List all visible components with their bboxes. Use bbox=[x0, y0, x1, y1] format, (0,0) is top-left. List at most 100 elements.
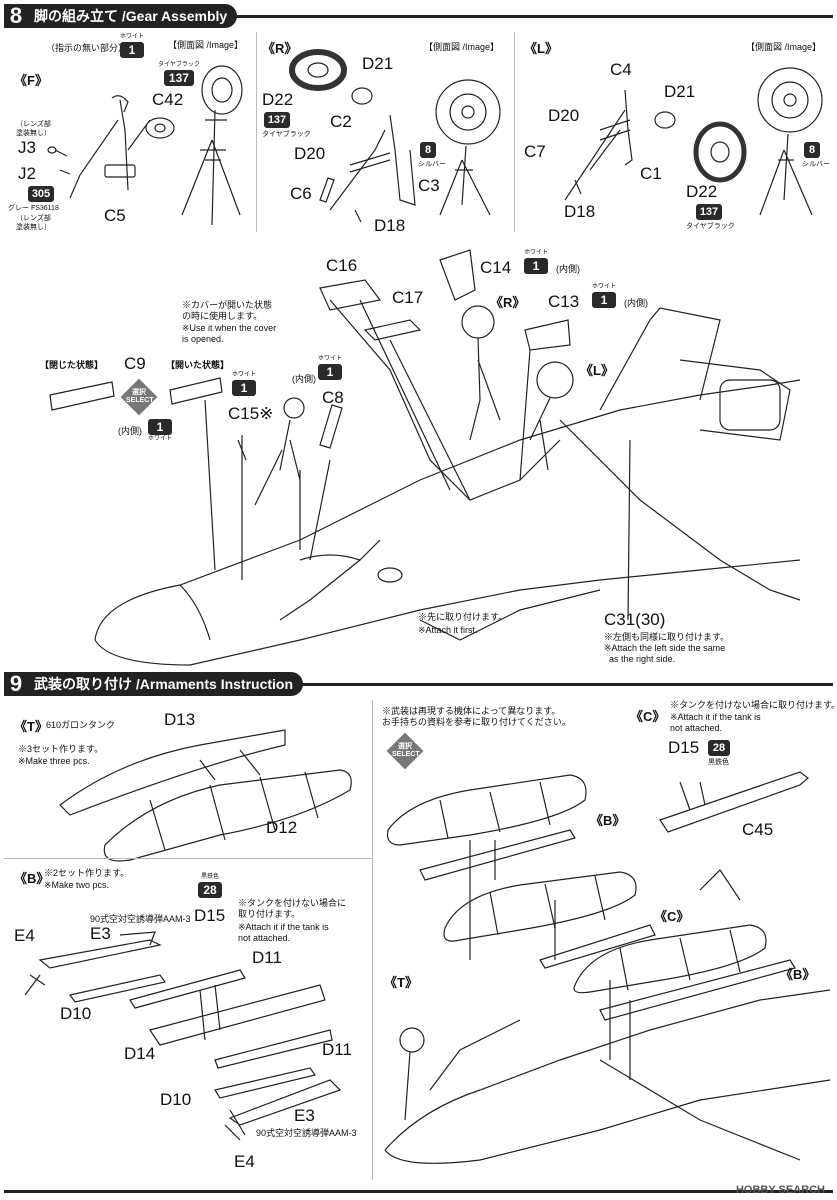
pylon-color-badge: 黒鉄色 28 bbox=[198, 874, 222, 899]
missile-name-2: 90式空対空誘導弾AAM-3 bbox=[256, 1128, 357, 1138]
b-bracket-2: 《B》 bbox=[780, 967, 816, 982]
part-c14: C14 bbox=[480, 258, 512, 277]
part-d12: D12 bbox=[266, 818, 298, 837]
missile-name: 90式空対空誘導弾AAM-3 bbox=[90, 914, 191, 924]
c13-side-note: (内側) bbox=[624, 298, 648, 308]
part-c3: C3 bbox=[418, 176, 440, 195]
c9-side-note: (内側) bbox=[118, 426, 142, 436]
opened-state-label: 【開いた状態】 bbox=[166, 360, 230, 370]
part-d22: D22 bbox=[686, 182, 718, 201]
color-number: 1 bbox=[524, 258, 548, 274]
part-d21: D21 bbox=[664, 82, 696, 101]
cover-note-jp: ※カバーが開いた状態 の時に使用します。 bbox=[182, 300, 273, 321]
pylon-bracket: 《B》 bbox=[14, 871, 50, 886]
tank-name: 610ガロンタンク bbox=[46, 720, 116, 730]
part-c16: C16 bbox=[326, 256, 358, 275]
part-c8: C8 bbox=[322, 388, 344, 407]
c13-color-badge: ホワイト 1 bbox=[592, 284, 616, 309]
part-d10: D10 bbox=[60, 1004, 92, 1023]
color-label: ホワイト bbox=[120, 34, 145, 40]
silver-label: シルバー bbox=[802, 161, 830, 168]
pylon-note-jp: ※2セット作ります。 bbox=[44, 868, 130, 878]
part-c7: C7 bbox=[524, 142, 546, 161]
gray-color-badge: 305 bbox=[28, 186, 54, 202]
c-bracket: 《C》 bbox=[654, 909, 690, 924]
right-gear-bracket: 《R》 bbox=[262, 41, 298, 56]
c31-note-en: ※Attach the left side the same as the ri… bbox=[604, 643, 726, 664]
tank-note-en: ※Make three pcs. bbox=[18, 756, 90, 766]
part-c2: C2 bbox=[330, 112, 352, 131]
color-number: 137 bbox=[163, 70, 194, 86]
color-number: 1 bbox=[148, 419, 172, 435]
header-rule bbox=[4, 15, 833, 18]
select-label: 選択 SELECT bbox=[392, 743, 420, 758]
step-title: 武装の取り付け /Armaments Instruction bbox=[34, 676, 294, 692]
part-j3: J3 bbox=[18, 138, 36, 157]
armament-note-jp: ※武装は再現する機体によって異なります。 お手持ちの資料を参考に取り付けてくださ… bbox=[382, 706, 571, 727]
step-9-header: 9 武装の取り付け /Armaments Instruction bbox=[4, 671, 833, 696]
part-e3: E3 bbox=[294, 1106, 315, 1125]
color-label: ホワイト bbox=[232, 372, 257, 378]
side-view-label: 【側面図 /Image】 bbox=[746, 42, 822, 52]
color-label: 黒鉄色 bbox=[200, 874, 219, 880]
part-e4: E4 bbox=[14, 926, 35, 945]
color-label: ホワイト bbox=[318, 356, 343, 362]
c-detail-color-badge: 28 bbox=[708, 740, 730, 756]
part-d11: D11 bbox=[252, 948, 282, 967]
tank-bracket: 《T》 bbox=[14, 719, 48, 734]
pylon-tank-note-jp: ※タンクを付けない場合に 取り付けます。 bbox=[238, 898, 347, 919]
header-rule bbox=[4, 683, 833, 686]
tire-black-label: タイヤブラック bbox=[262, 131, 311, 138]
silver-label: シルバー bbox=[418, 161, 446, 168]
b-bracket: 《B》 bbox=[590, 813, 626, 828]
pylon-note-en: ※Make two pcs. bbox=[44, 880, 110, 890]
part-j2: J2 bbox=[18, 164, 36, 183]
c-detail-bracket: 《C》 bbox=[630, 709, 666, 724]
l-gear-bracket: 《L》 bbox=[580, 363, 614, 378]
closed-state-label: 【閉じた状態】 bbox=[40, 360, 104, 370]
part-c4: C4 bbox=[610, 60, 632, 79]
color-number: 1 bbox=[318, 364, 342, 380]
silver-badge: 8 bbox=[420, 142, 436, 158]
c15-color-badge: ホワイト 1 bbox=[232, 372, 256, 397]
tank-note-jp: ※3セット作ります。 bbox=[18, 744, 104, 754]
c8-color-badge: ホワイト 1 bbox=[318, 356, 342, 381]
tire-black-label: タイヤブラック bbox=[686, 223, 735, 230]
part-c5: C5 bbox=[104, 206, 126, 225]
watermark: HOBBY SEARCH bbox=[735, 1184, 825, 1196]
select-label: 選択 SELECT bbox=[126, 389, 154, 404]
cover-note-en: ※Use it when the cover is opened. bbox=[182, 323, 277, 344]
part-c15: C15※ bbox=[228, 404, 274, 423]
color-label: ホワイト bbox=[524, 250, 549, 256]
part-c1: C1 bbox=[640, 164, 662, 183]
tire-black-badge: 137 bbox=[696, 204, 722, 220]
part-c13: C13 bbox=[548, 292, 580, 311]
bottom-rule bbox=[4, 1190, 833, 1193]
part-d14: D14 bbox=[124, 1044, 156, 1063]
part-c17: C17 bbox=[392, 288, 424, 307]
row-divider bbox=[4, 858, 372, 859]
attach-first-jp: ※先に取り付けます。 bbox=[418, 612, 508, 622]
part-d15: D15 bbox=[194, 906, 226, 925]
t-bracket: 《T》 bbox=[384, 975, 418, 990]
attach-first-en: ※Attach it first. bbox=[418, 625, 478, 635]
part-c45: C45 bbox=[742, 820, 774, 839]
part-d11: D11 bbox=[322, 1040, 352, 1059]
c-detail-color-label: 黒鉄色 bbox=[708, 759, 729, 766]
step-9-title-block: 9 武装の取り付け /Armaments Instruction bbox=[4, 671, 304, 696]
color-number: 1 bbox=[592, 292, 616, 308]
part-d18: D18 bbox=[564, 202, 596, 221]
step-title: 脚の組み立て /Gear Assembly bbox=[34, 8, 228, 24]
step-number: 9 bbox=[4, 671, 28, 696]
r-gear-bracket: 《R》 bbox=[490, 295, 526, 310]
not-indicated-note: （指示の無い部分） bbox=[46, 43, 128, 53]
part-d22: D22 bbox=[262, 90, 294, 109]
part-d13: D13 bbox=[164, 710, 196, 729]
tire-black-badge: タイヤブラック 137 bbox=[158, 62, 200, 87]
part-c42: C42 bbox=[152, 90, 184, 109]
part-e4: E4 bbox=[234, 1152, 255, 1171]
step-8-header: 8 脚の組み立て /Gear Assembly bbox=[4, 3, 833, 28]
c-detail-note-jp: ※タンクを付けない場合に取り付けます。 bbox=[670, 700, 837, 710]
part-d18: D18 bbox=[374, 216, 406, 235]
